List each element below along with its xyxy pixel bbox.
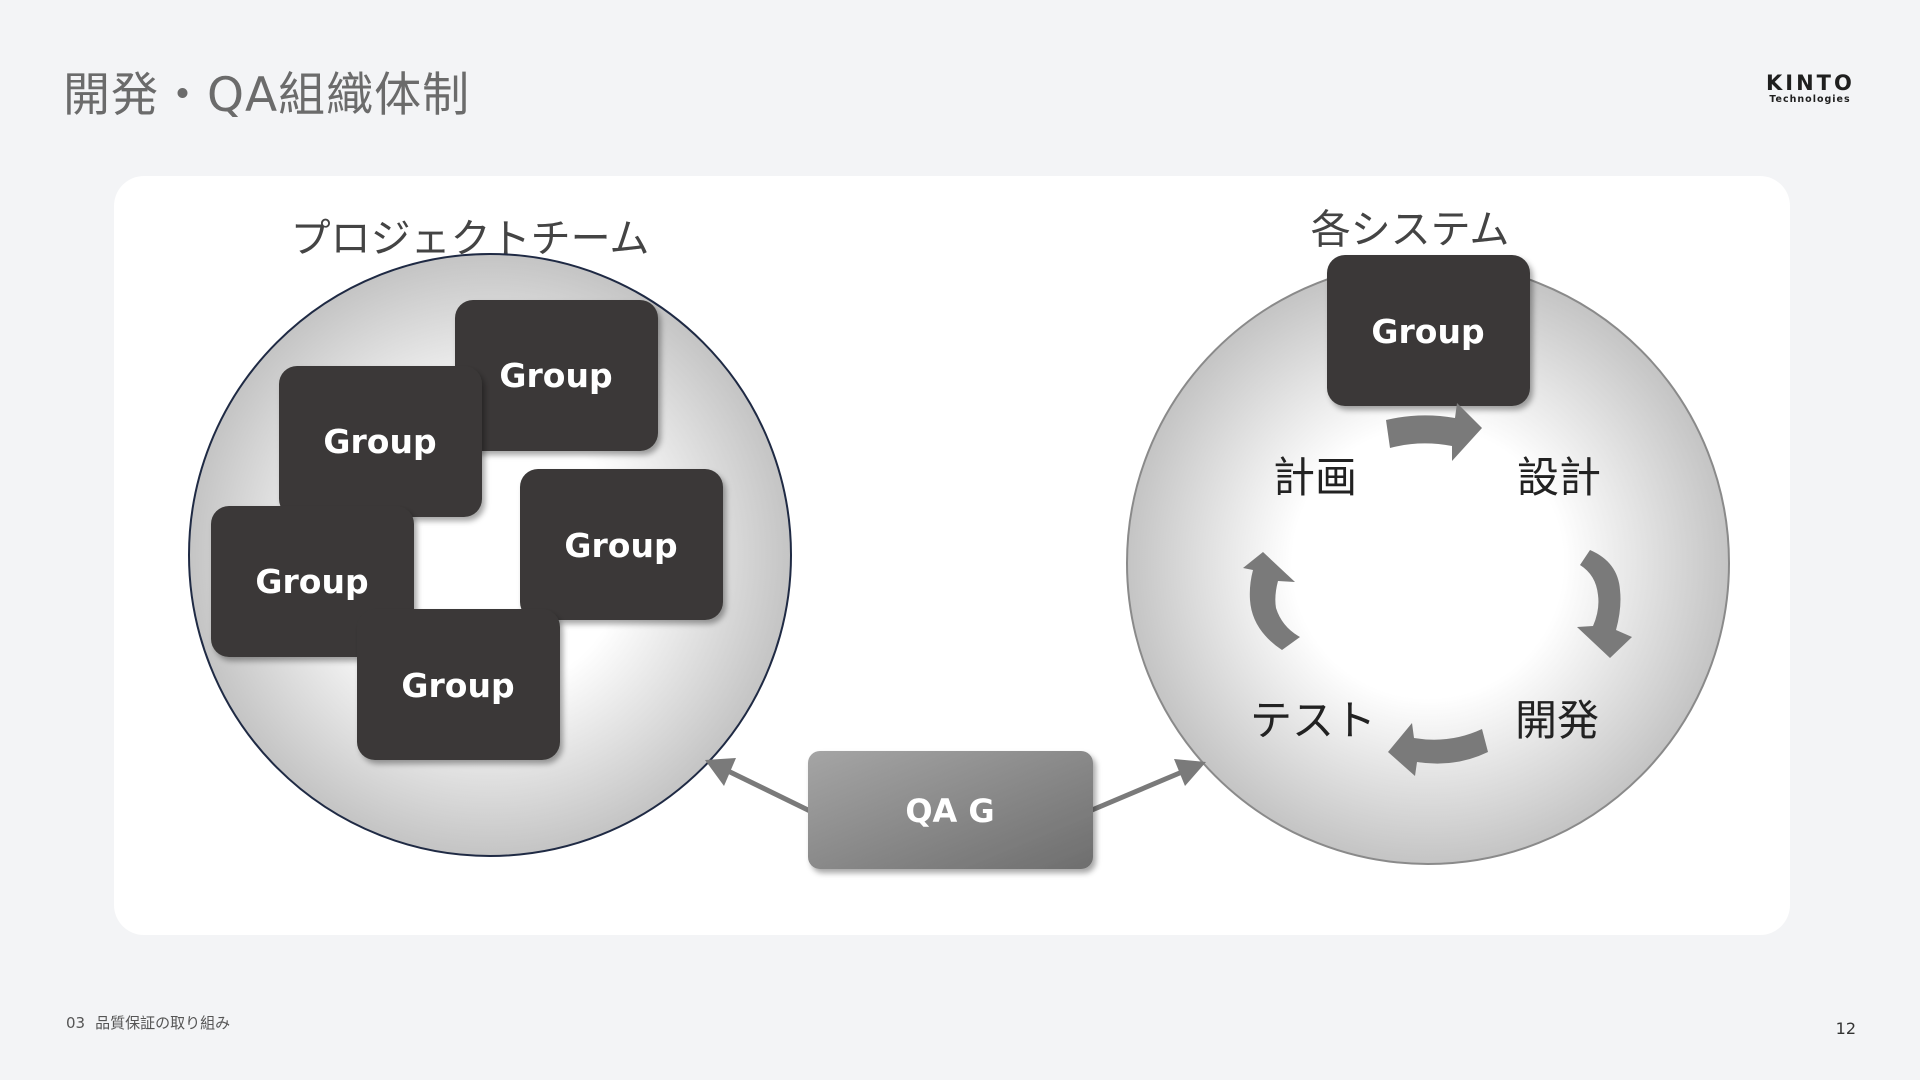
qa-arrow-right-head-icon [1174,759,1206,786]
kinto-logo: KINTO Technologies [1766,72,1854,106]
cycle-plan-label: 計画 [1273,453,1357,502]
group-label: Group [564,526,677,565]
cycle-arrow-top-icon [1386,403,1482,461]
group-label: Group [323,422,436,461]
cycle-test-label: テスト [1250,696,1376,745]
group-box: Group [357,609,560,760]
group-box: Group [279,366,482,517]
slide-title: 開発・QA組織体制 [63,68,471,123]
systems-title: 各システム [1311,207,1510,253]
group-label: Group [401,666,514,705]
cycle-design-label: 設計 [1517,453,1601,502]
page-number: 12 [1835,1019,1856,1038]
section-title: 品質保証の取り組み [95,1014,231,1032]
qa-group-label: QA G [905,792,994,830]
logo-subtitle: Technologies [1769,94,1851,105]
cycle-arrow-left-icon [1243,552,1300,650]
group-box: Group [455,300,658,451]
group-label: Group [1371,312,1484,351]
group-label: Group [255,562,368,601]
section-footer: 03 品質保証の取り組み [66,1012,230,1033]
cycle-arrow-bottom-icon [1388,723,1488,776]
group-box: Group [1327,255,1530,406]
qa-arrow-left-line [726,768,812,814]
group-box: Group [520,469,723,620]
cycle-arrow-right-icon [1577,550,1632,658]
qa-group-box: QA G [808,751,1093,869]
cycle-dev-label: 開発 [1515,696,1599,745]
qa-arrow-right-line [1091,769,1183,813]
logo-wordmark: KINTO [1766,71,1855,95]
qa-arrow-left-head-icon [705,758,736,786]
section-number: 03 [66,1014,86,1032]
group-label: Group [499,356,612,395]
